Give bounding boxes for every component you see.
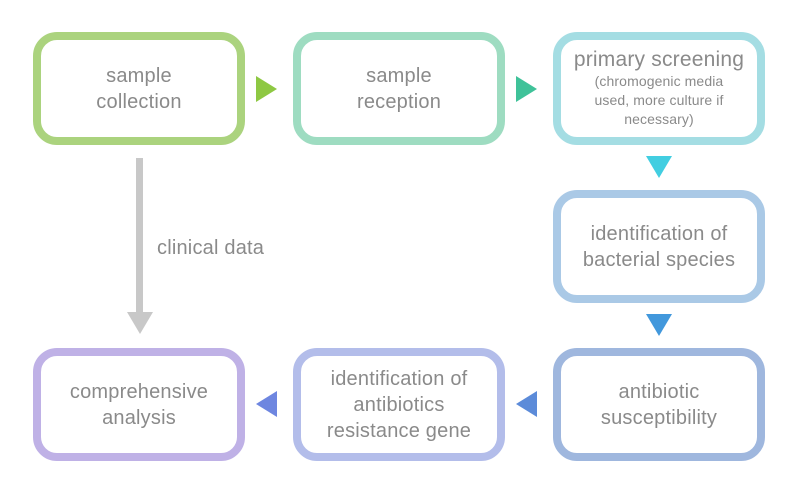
node-sample-collection: sample collection xyxy=(33,32,245,145)
clinical-data-label: clinical data xyxy=(157,237,265,259)
node-identification-bacterial-species-label: identification of bacterial species xyxy=(582,222,736,271)
node-sample-collection-label: sample collection xyxy=(96,64,182,113)
node-sample-reception: sample reception xyxy=(293,32,505,145)
node-primary-screening-sublabel: (chromogenic media used, more culture if… xyxy=(594,73,724,127)
node-primary-screening: primary screening (chromogenic media use… xyxy=(553,32,765,145)
arrow-right-icon xyxy=(256,76,277,102)
arrow-left-icon xyxy=(516,391,537,417)
node-identification-resistance-gene-label: identification of antibiotics resistance… xyxy=(326,367,472,442)
node-antibiotic-susceptibility: antibiotic susceptibility xyxy=(553,348,765,461)
arrow-down-icon xyxy=(646,314,672,336)
arrow-down-icon xyxy=(646,156,672,178)
arrow-left-icon xyxy=(256,391,277,417)
node-sample-reception-label: sample reception xyxy=(356,64,442,113)
clinical-data-arrow-head-icon xyxy=(127,312,153,334)
node-primary-screening-label: primary screening xyxy=(573,48,745,71)
arrow-right-icon xyxy=(516,76,537,102)
node-comprehensive-analysis: comprehensive analysis xyxy=(33,348,245,461)
node-identification-bacterial-species: identification of bacterial species xyxy=(553,190,765,303)
node-antibiotic-susceptibility-label: antibiotic susceptibility xyxy=(600,380,718,429)
node-identification-resistance-gene: identification of antibiotics resistance… xyxy=(293,348,505,461)
node-comprehensive-analysis-label: comprehensive analysis xyxy=(69,380,209,429)
clinical-data-arrow-line xyxy=(136,158,143,312)
